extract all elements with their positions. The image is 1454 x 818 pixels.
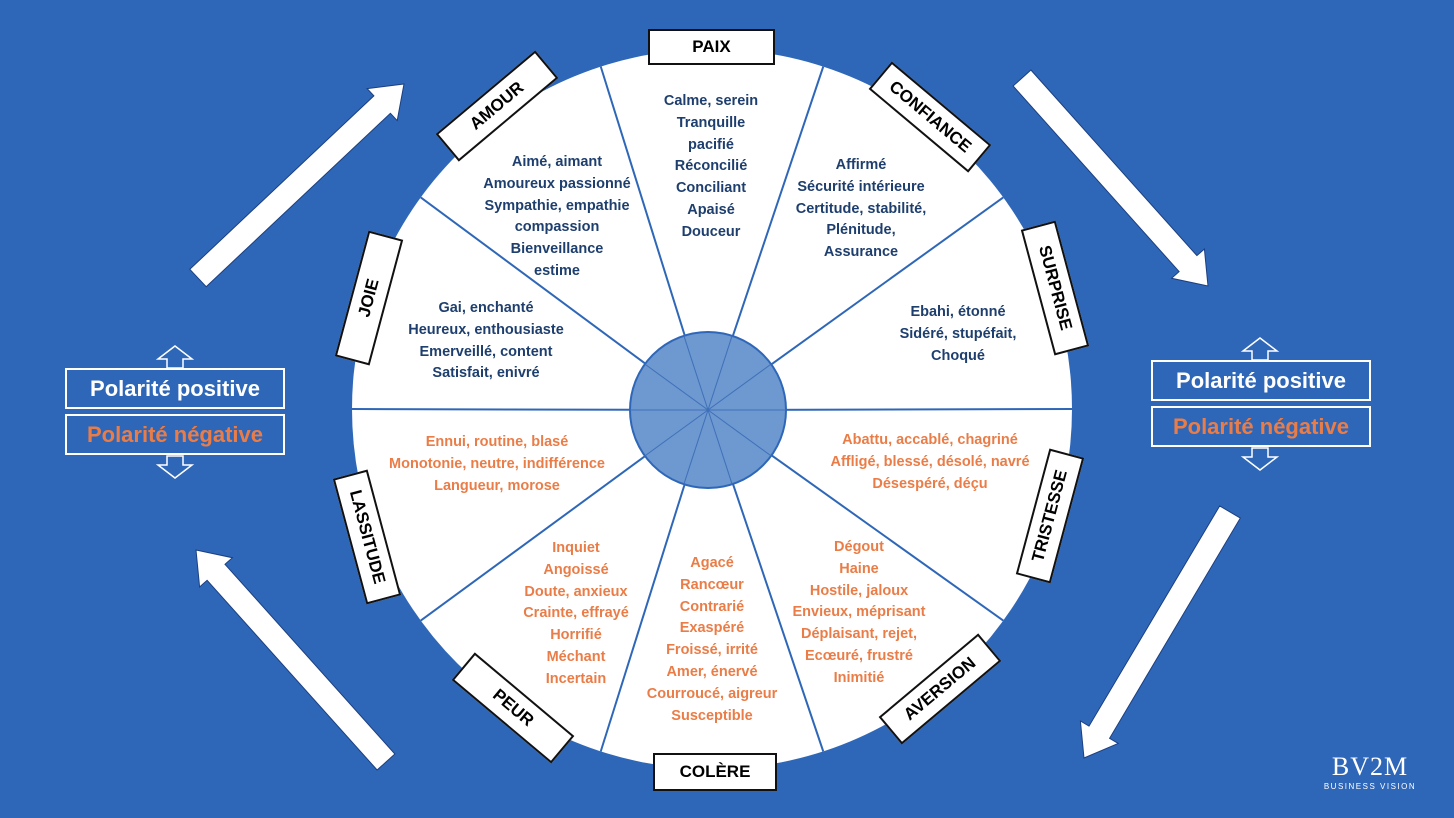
segment-line: compassion [514,219,600,236]
logo-brand: BV2M [1331,752,1409,781]
segment-line: Sympathie, empathie [484,197,630,214]
arrow-down-left-icon [1079,505,1241,759]
segment-line: Contrarié [679,598,745,615]
double-arrow-right-icon [1240,447,1280,471]
hub-divider [707,409,772,457]
segment-line: Rancœur [680,576,744,593]
segment-line: Hostile, jaloux [809,582,909,599]
segment-line: Désespéré, déçu [872,475,988,492]
segment-line: Satisfait, enivré [432,365,540,382]
hub-divider [707,335,733,411]
segment-line: Inimitié [833,669,885,686]
segment-line: Méchant [546,648,606,665]
segment-line: Angoissé [543,561,609,578]
segment-line: Exaspéré [679,620,745,637]
segment-line: Horrifié [550,627,602,644]
label-colere: COLÈRE [653,753,777,791]
segment-line: Assurance [823,244,899,261]
segment-line: Incertain [545,670,607,687]
segment-line: Langueur, morose [434,477,560,494]
segment-line: estime [534,262,580,279]
polarity-negative-right: Polarité négative [1151,406,1371,447]
segment-line: Affligé, blessé, désolé, navré [830,453,1030,470]
segment-line: Affirmé [835,157,887,173]
segment-line: Gai, enchanté [438,300,534,316]
segment-line: Haine [839,560,879,577]
double-arrow-left-icon [155,345,195,369]
polarity-positive-left: Polarité positive [65,368,285,409]
segment-line: Tranquille [676,114,746,131]
segment-line: Aimé, aimant [511,154,603,170]
arrow-down-right-icon [1012,69,1209,287]
hub-divider [644,409,709,457]
segment-line: Ennui, routine, blasé [425,434,569,450]
hub-divider [683,335,709,411]
polarity-negative-left: Polarité négative [65,414,285,455]
segment-line: Choqué [931,347,985,364]
segment-line: Amer, énervé [666,663,758,680]
segment-line: Monotonie, neutre, indifférence [389,455,605,472]
double-arrow-left-icon [155,455,195,479]
segment-line: Emerveillé, content [419,343,553,360]
segment-line: Réconcilié [674,158,748,175]
arrow-up-right-icon [189,83,405,288]
cycle-arrows [189,69,1241,771]
logo-tagline: BUSINESS VISION [1323,782,1417,791]
segment-line: Envieux, méprisant [792,604,926,621]
segment-line: Abattu, accablé, chagriné [842,432,1018,448]
hub-divider [707,409,733,485]
hub-divider [644,363,709,411]
double-arrow-right-icon [1240,337,1280,361]
segment-line: Certitude, stabilité, [795,200,927,217]
segment-line: Conciliant [675,180,747,197]
segment-line: Déplaisant, rejet, [800,626,918,643]
segment-line: Courroucé, aigreur [646,685,778,702]
hub-lines [630,335,786,485]
segment-line: Inquiet [552,540,600,556]
arrow-up-left-icon [195,549,396,771]
segment-line: Froissé, irrité [666,642,758,659]
segment-line: Calme, serein [663,93,759,109]
segment-line: Heureux, enthousiaste [408,321,564,338]
segment-line: Ecœuré, frustré [805,647,913,664]
segment-line: Dégout [834,539,884,555]
segment-line: Ebahi, étonné [910,304,1006,320]
bv2m-logo: BV2M BUSINESS VISION [1318,752,1422,798]
segment-line: Amoureux passionné [483,175,631,192]
polarity-positive-right: Polarité positive [1151,360,1371,401]
segment-line: Doute, anxieux [524,583,628,600]
label-paix: PAIX [648,29,775,65]
segment-line: Plénitude, [826,222,896,239]
segment-line: Apaisé [687,201,735,218]
segment-line: Sécurité intérieure [797,178,925,195]
hub-divider [707,363,772,411]
segment-line: pacifié [688,136,734,153]
segment-line: Susceptible [671,707,753,724]
hub-divider [683,409,709,485]
segment-line: Crainte, effrayé [523,605,629,622]
segment-line: Bienveillance [510,241,604,258]
segment-line: Sidéré, stupéfait, [899,325,1017,342]
segment-line: Agacé [690,555,734,571]
segment-line: Douceur [681,223,741,240]
